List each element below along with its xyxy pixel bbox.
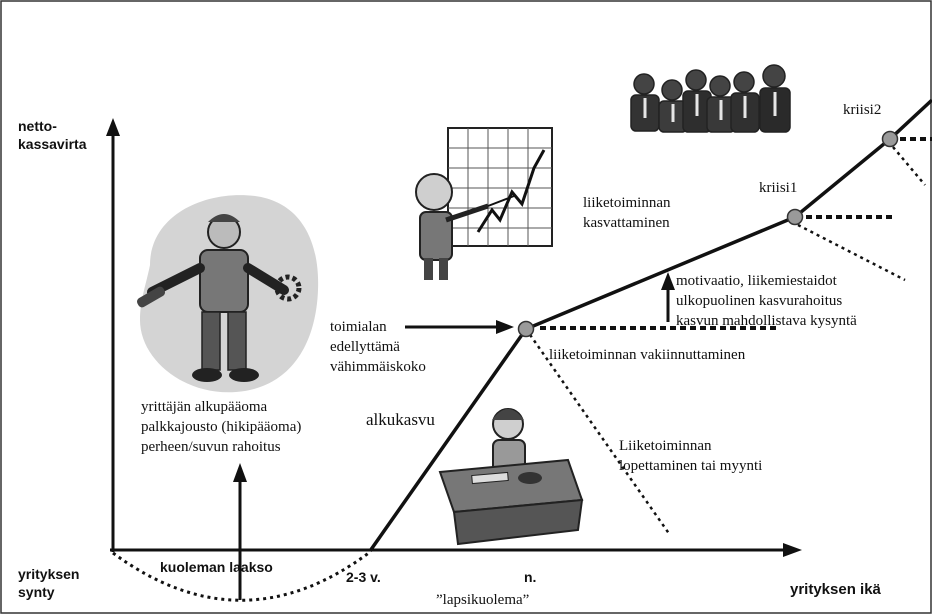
business-group-illustration [630, 64, 791, 133]
tick-label-n: n. [524, 569, 536, 585]
founder-funding-line2: palkkajousto (hikipääoma) [141, 419, 301, 435]
min-size-arrowhead [496, 320, 514, 334]
founder-arrowhead [233, 463, 247, 482]
origin-label-line2: synty [18, 584, 55, 600]
y-axis-arrowhead [106, 118, 120, 136]
founder-funding-line3: perheen/suvun rahoitus [141, 439, 281, 455]
crisis1-label: kriisi1 [759, 180, 797, 196]
growth-drivers-line2: ulkopuolinen kasvurahoitus [676, 293, 842, 309]
y-axis-label-line1: netto- [18, 118, 57, 134]
crisis2-node [881, 130, 899, 148]
office-worker-illustration [438, 408, 584, 546]
mechanic-illustration [136, 195, 319, 393]
tick-label-years: 2-3 v. [346, 569, 381, 585]
min-size-line2: edellyttämä [330, 339, 400, 355]
valley-label: kuoleman laakso [160, 559, 273, 575]
growth-label-line1: liiketoiminnan [583, 195, 671, 211]
initial-growth-label: alkukasvu [366, 410, 435, 429]
presenter-chart-illustration [415, 127, 553, 280]
growth-drivers-arrowhead [661, 272, 675, 290]
x-axis-label: yrityksen ikä [790, 581, 882, 598]
exit-label-line1: Liiketoiminnan [619, 438, 712, 454]
growth-label-line2: kasvattaminen [583, 215, 670, 231]
min-size-node [517, 320, 535, 338]
valley-curve [112, 550, 371, 602]
founder-funding-line1: yrittäjän alkupääoma [141, 399, 268, 415]
stabilize-label: liiketoiminnan vakiinnuttaminen [549, 347, 746, 363]
y-axis-label-line2: kassavirta [18, 136, 87, 152]
child-death-label: ”lapsikuolema” [436, 592, 529, 608]
growth-drivers-line3: kasvun mahdollistava kysyntä [676, 313, 857, 329]
exit-label-line2: lopettaminen tai myynti [619, 458, 762, 474]
min-size-line3: vähimmäiskoko [330, 359, 426, 375]
growth-drivers-line1: motivaatio, liikemiestaidot [676, 273, 838, 289]
crisis2-label: kriisi2 [843, 102, 881, 118]
crisis1-decline-line [797, 223, 906, 282]
x-axis-arrowhead [783, 543, 802, 557]
crisis1-node [786, 208, 804, 226]
min-size-line1: toimialan [330, 319, 387, 335]
origin-label-line1: yrityksen [18, 566, 79, 582]
crisis2-decline-line [892, 146, 926, 186]
